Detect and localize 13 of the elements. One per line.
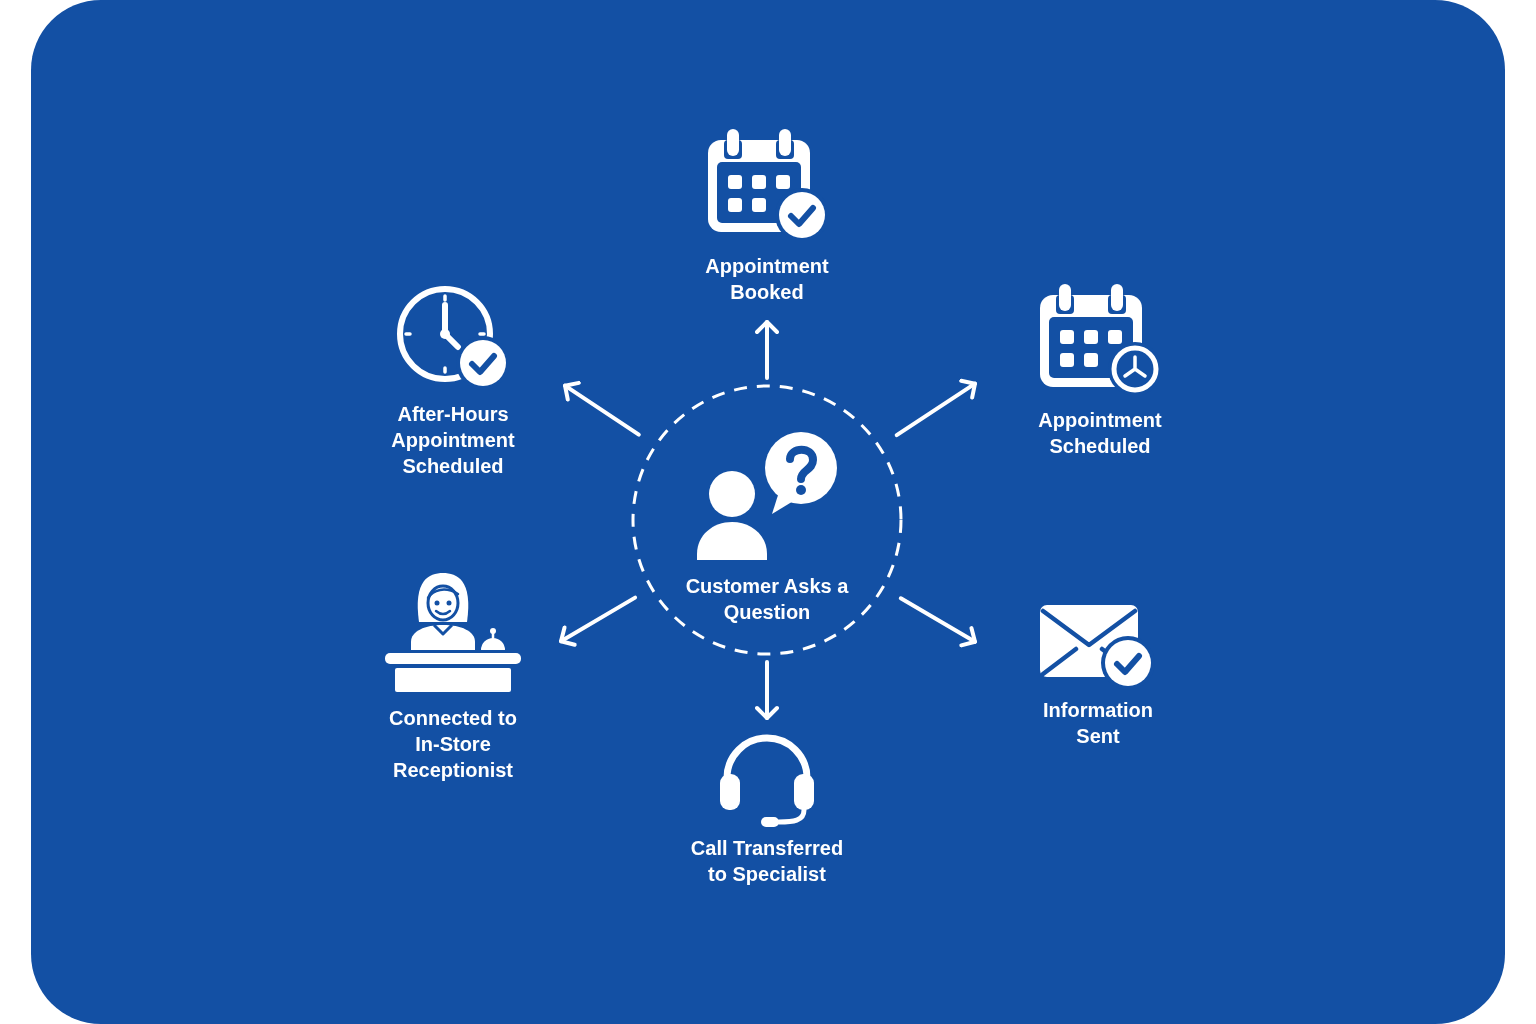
arrow [563,380,641,437]
node-label: Customer Asks a Question [684,574,850,625]
node-label: Information Sent [1042,698,1154,749]
node-label: Appointment Scheduled [1037,408,1163,459]
node-label: Call Transferred to Specialist [689,836,845,887]
node-label: After-Hours Appointment Scheduled [390,402,516,479]
arrow [755,660,779,720]
arrow [559,595,638,647]
arrow [755,320,779,380]
arrow [898,596,977,648]
arrow [894,378,977,438]
node-label: Appointment Booked [704,254,830,305]
node-label: Connected to In-Store Receptionist [388,706,518,783]
